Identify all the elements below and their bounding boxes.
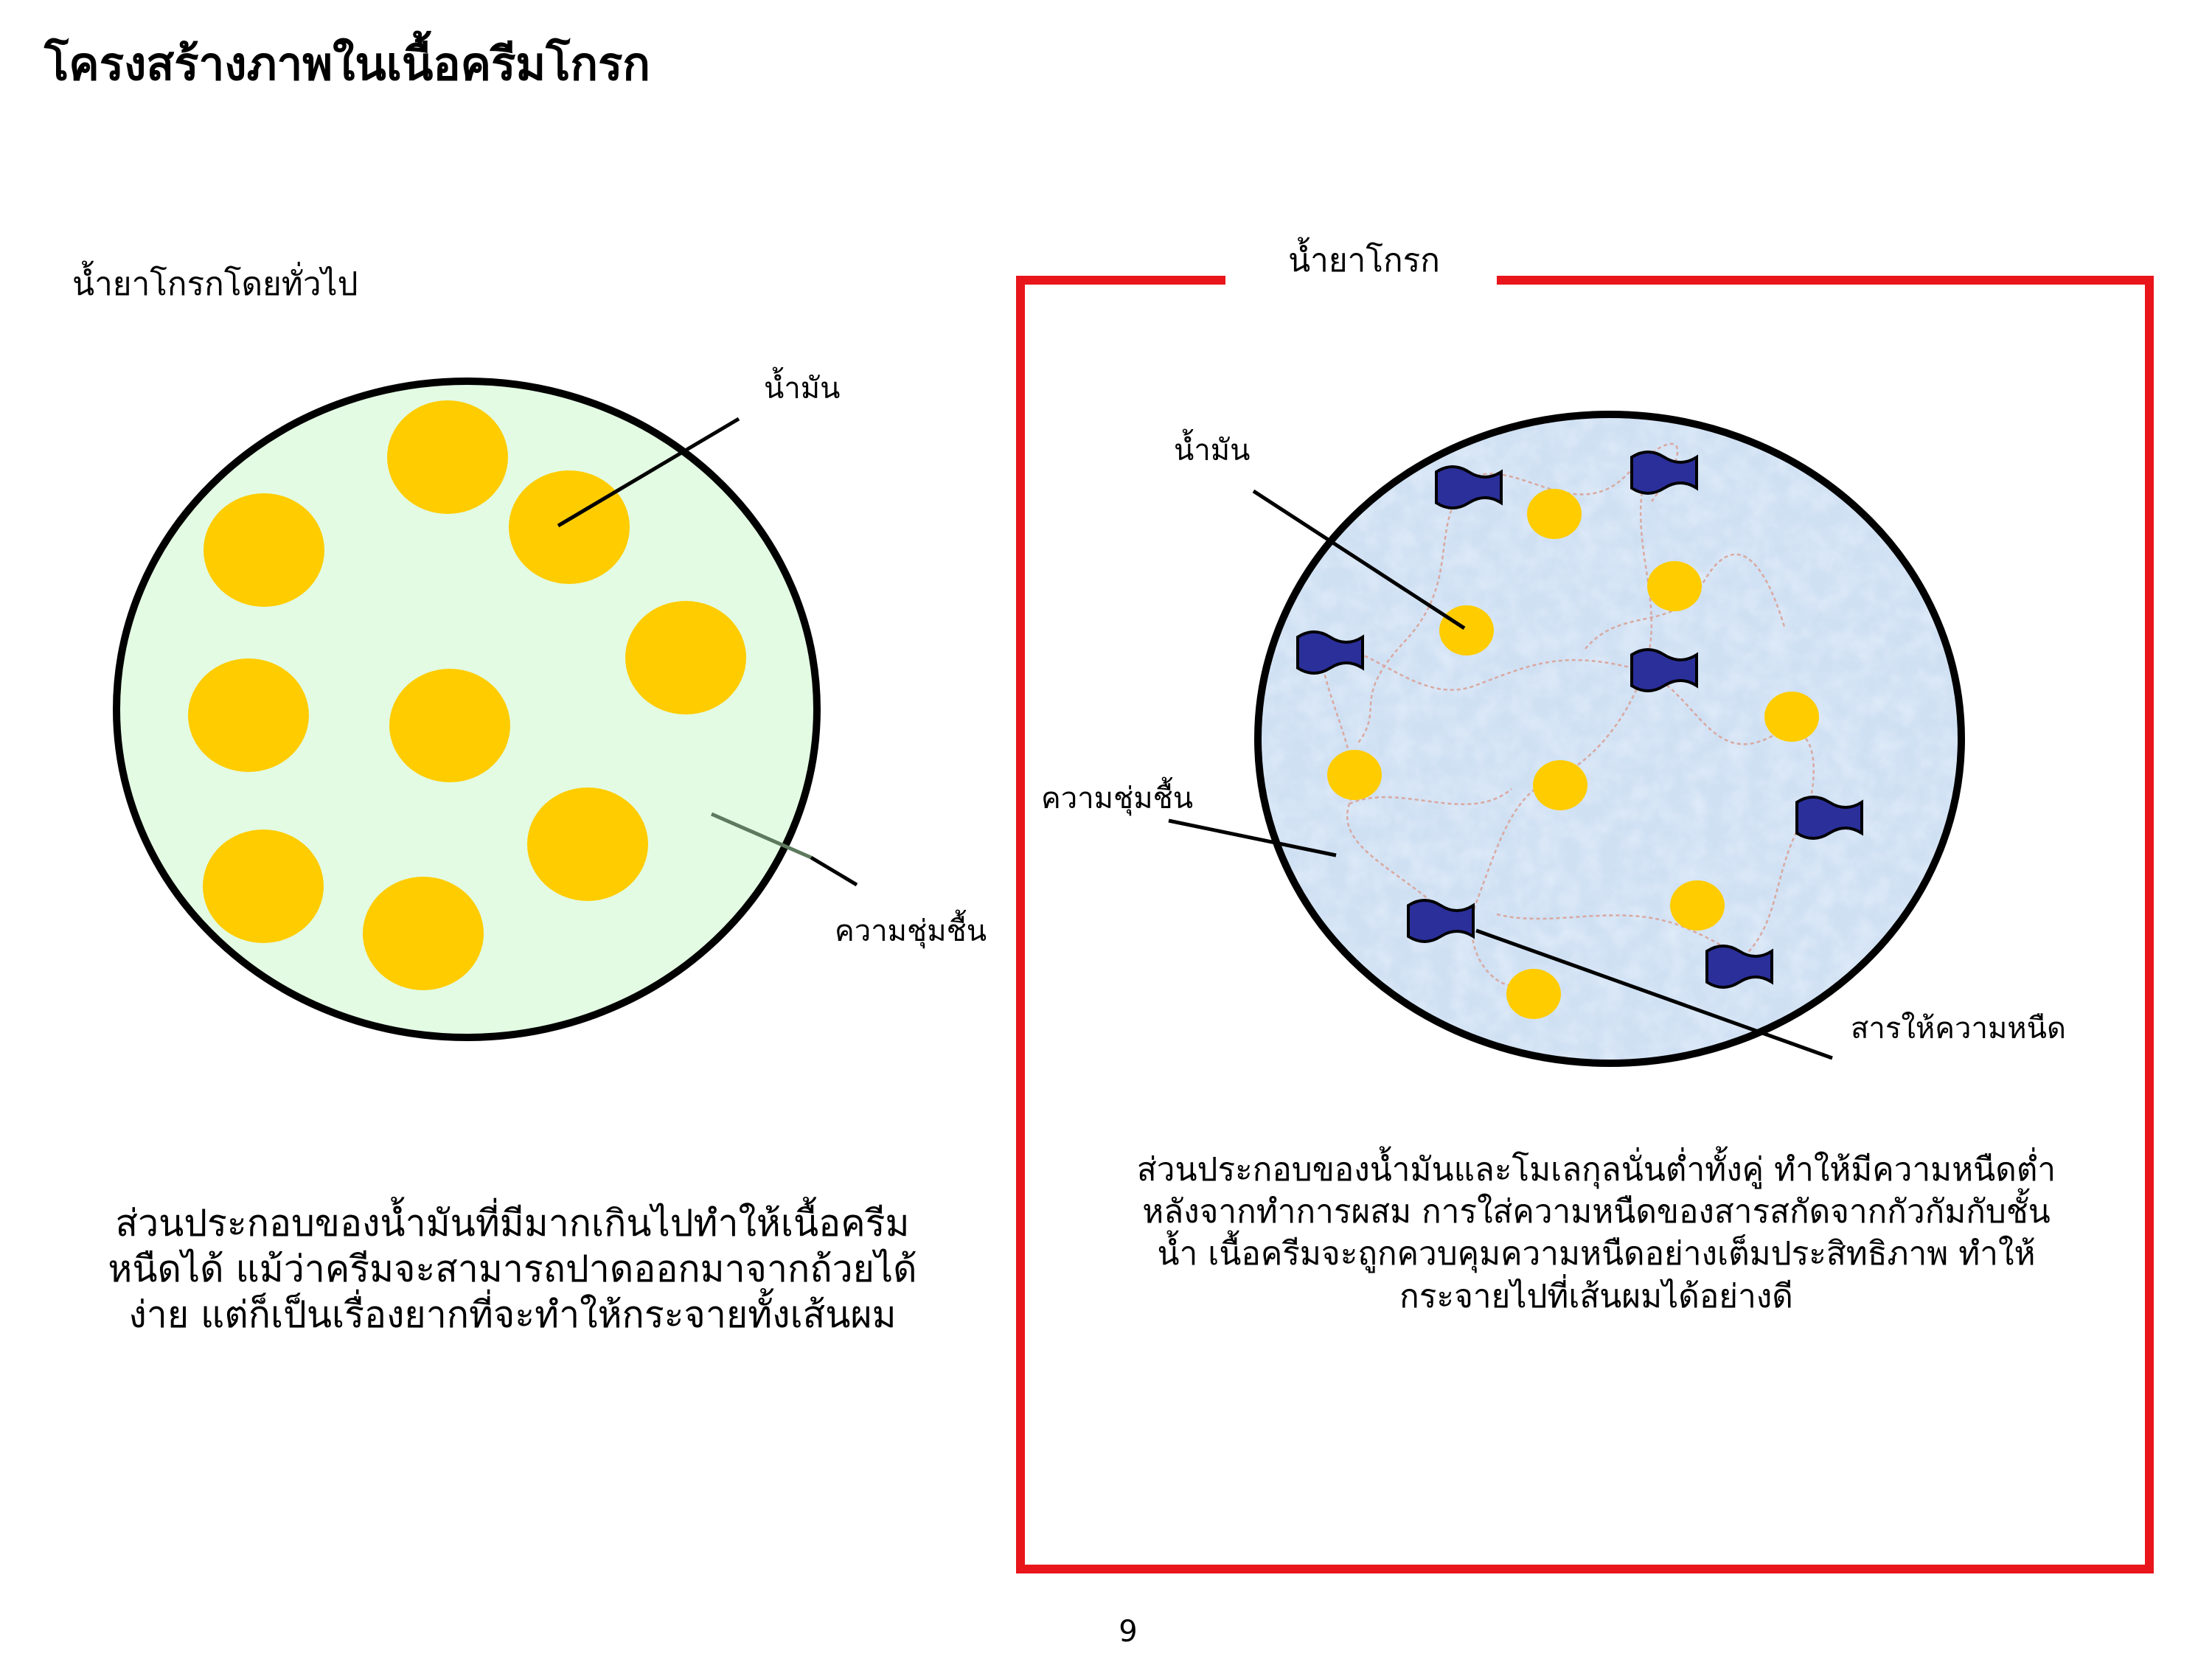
oil-droplet [387,400,508,514]
oil-droplet [203,830,324,943]
moisture-label-proposed: ความชุ่มชื้น [1041,782,1194,815]
oil-droplet [527,787,648,901]
oil-pointer-line [1252,489,1466,630]
thickener-flag [1630,648,1698,692]
oil-droplet [204,493,324,607]
oil-droplet [625,601,746,714]
thickener-flag [1795,796,1863,840]
thickener-flag [1705,945,1773,989]
oil-droplet [188,658,309,772]
oil-droplet [1764,692,1819,742]
oil-label-standard: น้ำมัน [764,372,841,406]
proposed-cream-diagram [1168,411,1965,1067]
moisture-label-standard: ความชุ่มชื้น [835,914,987,948]
oil-droplet [1533,760,1587,810]
oil-droplet [389,669,510,782]
thickener-pointer-line [1475,928,1833,1060]
thickener-network [1318,442,1815,988]
thickener-flags [1296,451,1863,989]
moisture-pointer-line-inner [710,812,813,860]
thickener-flag [1630,451,1698,495]
highlight-frame [1016,276,2154,1573]
page-number: 9 [1119,1615,1138,1649]
oil-droplet [509,470,630,584]
oil-droplet [1327,750,1382,800]
page-title: โครงสร้างภาพในเนื้อครีมโกรก [44,37,650,91]
moisture-pointer-line [810,855,858,887]
oil-droplet [1670,880,1725,931]
standard-cream-caption: ส่วนประกอบของน้ำมันที่มีมากเกินไปทำให้เน… [108,1202,917,1336]
oil-droplet [1647,561,1702,611]
proposed-cream-caption: ส่วนประกอบของน้ำมันและโมเลกุลนั่นต่ำทั้ง… [1136,1151,2056,1315]
proposed-cream-heading: น้ำยาโกรก [1231,234,1497,286]
oil-droplet [1506,969,1561,1019]
oil-droplet [1439,605,1494,655]
thickener-flag [1435,465,1503,509]
thickener-flag [1407,899,1475,943]
oil-droplets-standard [188,400,746,990]
moisture-pointer-line [1168,818,1337,858]
oil-label-proposed: น้ำมัน [1174,434,1251,467]
oil-pointer-line [557,417,740,528]
standard-cream-heading: น้ำยาโกรกโดยทั่วไป [72,265,358,303]
thickener-label: สารให้ความหนืด [1851,1012,2066,1046]
oil-droplet [363,877,484,990]
thickener-flag [1296,630,1364,675]
standard-cream-diagram [113,378,858,1041]
oil-droplets-proposed [1327,489,1819,1019]
cream-circle-proposed-outline [1254,411,1965,1067]
oil-droplet [1527,489,1582,539]
